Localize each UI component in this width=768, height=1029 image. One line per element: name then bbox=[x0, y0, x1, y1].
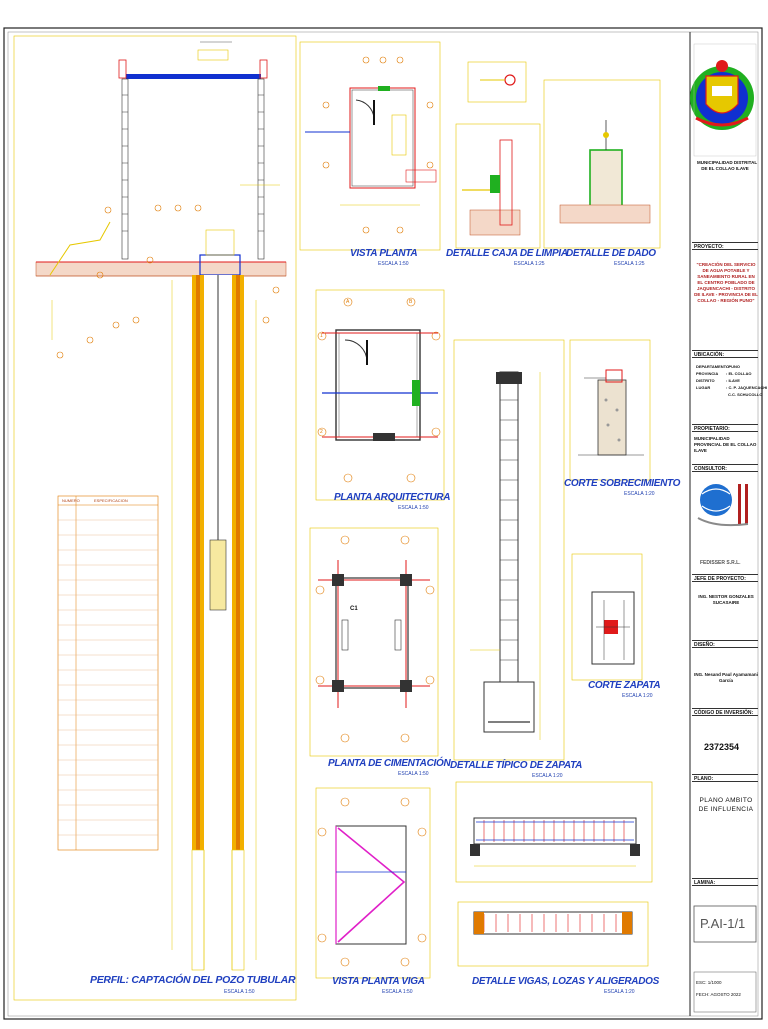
title-caja-limpia: DETALLE CAJA DE LIMPIA bbox=[446, 248, 568, 259]
ubicacion-header: UBICACIÓN: bbox=[692, 350, 758, 358]
plano-header: PLANO: bbox=[692, 774, 758, 782]
consultor-header: CONSULTOR: bbox=[692, 464, 758, 472]
proyecto-header: PROYECTO: bbox=[692, 242, 758, 250]
legend-table bbox=[57, 495, 159, 851]
diseno-value: ING. Nesand Paul Ayamamani García bbox=[694, 672, 758, 683]
title-corte-zapata: CORTE ZAPATA bbox=[588, 680, 661, 691]
scale-caja-limpia: ESCALA 1:25 bbox=[514, 261, 545, 267]
title-corte-sobrecimiento: CORTE SOBRECIMIENTO bbox=[564, 478, 681, 489]
vista-planta-viga-drawing bbox=[315, 787, 431, 979]
scale-perfil: ESCALA 1:50 bbox=[224, 989, 255, 995]
perfil-pozo-drawing bbox=[35, 41, 287, 971]
axis-label-2: 2 bbox=[320, 429, 323, 435]
dado-drawing bbox=[543, 79, 661, 249]
lamina-value: P.AI-1/1 bbox=[700, 916, 746, 931]
prov-value: : EL COLLAO bbox=[726, 371, 752, 376]
scale-vista-planta: ESCALA 1:50 bbox=[378, 261, 409, 267]
title-dado: DETALLE DE DADO bbox=[566, 248, 656, 259]
axis-label-1: 1 bbox=[320, 333, 323, 339]
scale-planta-arquitectura: ESCALA 1:50 bbox=[398, 505, 429, 511]
scale-planta-cimentacion: ESCALA 1:50 bbox=[398, 771, 429, 777]
prov-key: PROVINCIA bbox=[696, 371, 719, 376]
caja-limpia-drawing bbox=[455, 61, 541, 249]
consultor-value: FEDISSER S.R.L. bbox=[700, 560, 741, 566]
scale-corte-zapata: ESCALA 1:20 bbox=[622, 693, 653, 699]
legend-header-especificacion: ESPECIFICACION bbox=[94, 498, 128, 503]
column-label-c1: C1 bbox=[350, 606, 358, 612]
diseno-header: DISEÑO: bbox=[692, 640, 758, 648]
propietario-header: PROPIETARIO: bbox=[692, 424, 758, 432]
scale-vista-planta-viga: ESCALA 1:50 bbox=[382, 989, 413, 995]
escala-value: ESC: 1/1000 bbox=[696, 980, 722, 985]
axis-label-b: B bbox=[409, 299, 413, 305]
jefe-value: ING. NESTOR GONZALES SUCASAIRE bbox=[698, 594, 754, 605]
title-planta-arquitectura: PLANTA ARQUITECTURA bbox=[334, 492, 451, 503]
jefe-header: JEFE DE PROYECTO: bbox=[692, 574, 758, 582]
org-name-line1: MUNICIPALIDAD DISTRITAL bbox=[697, 160, 758, 165]
scale-zapata-tipico: ESCALA 1:20 bbox=[532, 773, 563, 779]
cc-value: C.C. SCHUCOLLO bbox=[728, 392, 763, 397]
lamina-header: LAMINA: bbox=[692, 878, 758, 886]
axis-label-a: A bbox=[346, 299, 350, 305]
zapata-tipico-drawing bbox=[453, 339, 565, 761]
lugar-value: : C. P. JAQUENCACHI bbox=[726, 385, 768, 390]
scale-vigas-lozas: ESCALA 1:20 bbox=[604, 989, 635, 995]
planta-cimentacion-drawing bbox=[309, 527, 439, 757]
vigas-lozas-drawing bbox=[455, 781, 653, 967]
dep-key: DEPARTAMENTO bbox=[696, 364, 730, 369]
dist-key: DISTRITO bbox=[696, 378, 715, 383]
codigo-header: CÓDIGO DE INVERSIÓN: bbox=[692, 708, 758, 716]
municipal-shield-emblem-icon bbox=[690, 60, 754, 130]
title-perfil: PERFIL: CAPTACIÓN DEL POZO TUBULAR bbox=[90, 974, 296, 986]
legend-header-numero: NUMERO bbox=[62, 498, 80, 503]
dep-value: : PUNO bbox=[726, 364, 740, 369]
title-zapata-tipico: DETALLE TÍPICO DE ZAPATA bbox=[450, 760, 583, 771]
scale-corte-sobrecimiento: ESCALA 1:20 bbox=[624, 491, 655, 497]
corte-sobrecimiento-drawing bbox=[569, 339, 651, 481]
vista-planta-drawing bbox=[299, 41, 441, 251]
corte-zapata-drawing bbox=[571, 553, 643, 681]
plano-value: PLANO AMBITO DE INFLUENCIA bbox=[698, 797, 754, 813]
fecha-value: FECH: AGOSTO 2022 bbox=[696, 992, 741, 997]
scale-dado: ESCALA 1:25 bbox=[614, 261, 645, 267]
title-vista-planta-viga: VISTA PLANTA VIGA bbox=[332, 976, 425, 987]
codigo-value: 2372354 bbox=[704, 742, 740, 752]
title-vigas-lozas: DETALLE VIGAS, LOZAS Y ALIGERADOS bbox=[472, 976, 659, 987]
planta-arquitectura-drawing bbox=[315, 289, 445, 501]
title-vista-planta: VISTA PLANTA bbox=[350, 248, 418, 259]
propietario-value: MUNICIPALIDAD PROVINCIAL DE EL COLLAO IL… bbox=[694, 436, 757, 453]
proyecto-value: "CREACIÓN DEL SERVICIO DE AGUA POTABLE Y… bbox=[694, 262, 758, 303]
lugar-key: LUGAR bbox=[696, 385, 711, 390]
dist-value: : ILAVE bbox=[726, 378, 740, 383]
globe-logo-icon bbox=[697, 484, 749, 527]
org-name-line2: DE EL COLLAO ILAVE bbox=[701, 166, 749, 171]
title-planta-cimentacion: PLANTA DE CIMENTACIÓN bbox=[328, 758, 451, 769]
